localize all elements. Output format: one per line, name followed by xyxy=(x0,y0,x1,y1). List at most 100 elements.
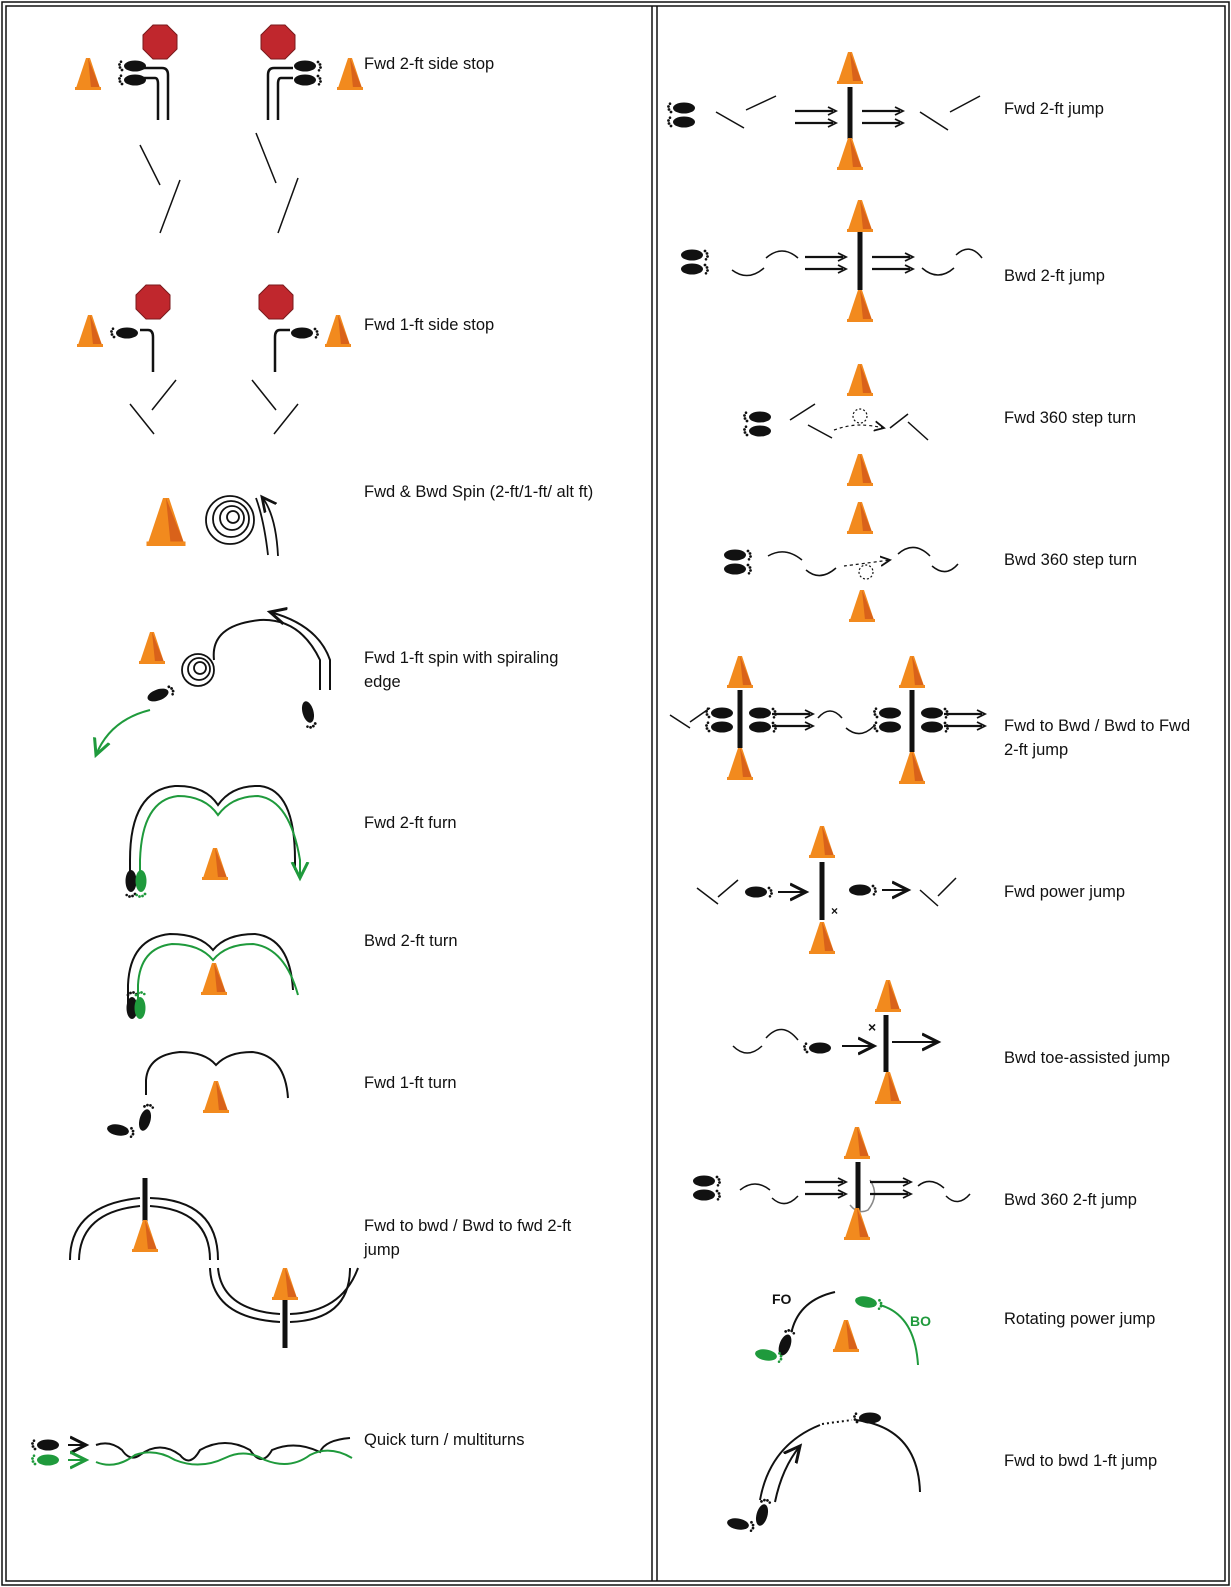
label-spin: Fwd & Bwd Spin (2-ft/1-ft/ alt ft) xyxy=(364,483,594,501)
cone-icon xyxy=(337,58,363,90)
label-fwd-2ft-furn: Fwd 2-ft furn xyxy=(364,814,457,832)
cone-icon xyxy=(132,1220,158,1252)
feet-icon xyxy=(693,1176,721,1201)
bwd-360-step-turn-diagram xyxy=(724,502,959,622)
bwd-360-2ft-jump-diagram xyxy=(693,1127,971,1240)
label-bwd-360-step-turn: Bwd 360 step turn xyxy=(1004,551,1137,569)
cone-icon xyxy=(837,52,863,84)
label-quick-turn: Quick turn / multiturns xyxy=(364,1431,525,1449)
cone-icon xyxy=(847,454,873,486)
cone-icon xyxy=(875,980,901,1012)
label-fwd-to-bwd-2ft-jump: Fwd to bwd / Bwd to fwd 2-ft jump xyxy=(364,1217,572,1259)
double-arrow-icon xyxy=(793,105,838,129)
stop-sign-icon xyxy=(258,284,294,320)
feet-icon xyxy=(294,61,322,86)
double-arrow-icon xyxy=(770,708,815,732)
cone-icon xyxy=(201,963,227,995)
foot-icon xyxy=(106,1122,136,1139)
fwd-to-bwd-2ft-jump-diagram xyxy=(69,1178,359,1348)
fwd-to-bwd-bwd-to-fwd-2ft-jump-diagram xyxy=(669,656,987,784)
svg-text:×: × xyxy=(868,1019,876,1035)
stop-sign-icon xyxy=(135,284,171,320)
foot-icon xyxy=(134,991,146,1019)
double-arrow-icon xyxy=(942,708,987,732)
cone-icon xyxy=(875,1072,901,1104)
feet-icon xyxy=(921,708,949,733)
fo-label: FO xyxy=(772,1291,792,1307)
label-fwd-2ft-side-stop: Fwd 2-ft side stop xyxy=(364,55,495,73)
cone-icon xyxy=(727,656,753,688)
cone-icon xyxy=(837,138,863,170)
cone-icon xyxy=(849,590,875,622)
feet-icon xyxy=(667,102,695,127)
spiral-icon xyxy=(181,653,215,687)
cone-icon xyxy=(146,498,186,546)
label-bwd-360-2ft-jump: Bwd 360 2-ft jump xyxy=(1004,1191,1137,1209)
foot-icon xyxy=(726,1516,756,1533)
foot-icon xyxy=(31,1439,59,1451)
cone-icon xyxy=(847,200,873,232)
fwd-2ft-turn-diagram xyxy=(125,784,300,898)
fwd-2ft-jump-diagram xyxy=(667,52,981,170)
stop-sign-icon xyxy=(260,24,296,60)
feet-icon xyxy=(118,60,146,85)
double-arrow-icon xyxy=(803,1176,848,1200)
foot-icon xyxy=(753,1497,772,1528)
label-fwd-1ft-turn: Fwd 1-ft turn xyxy=(364,1074,457,1092)
feet-icon xyxy=(749,708,777,733)
foot-icon xyxy=(745,886,773,898)
double-arrow-icon xyxy=(870,251,915,275)
label-fwd-to-bwd-bwd-to-fwd-2ft-jump: Fwd to Bwd / Bwd to Fwd 2-ft jump xyxy=(1004,717,1191,759)
bwd-toe-assisted-jump-diagram: × xyxy=(732,980,938,1104)
feet-icon xyxy=(681,250,709,275)
svg-text:×: × xyxy=(831,904,838,918)
foot-icon xyxy=(136,1102,155,1133)
feet-icon xyxy=(724,550,752,575)
cone-icon xyxy=(272,1268,298,1300)
label-fwd-power-jump: Fwd power jump xyxy=(1004,883,1126,901)
spin-spiraling-edge-diagram xyxy=(96,612,331,755)
foot-icon xyxy=(853,1412,881,1424)
foot-icon xyxy=(291,327,319,339)
cone-icon xyxy=(202,848,228,880)
foot-icon xyxy=(110,327,138,339)
cone-icon xyxy=(727,748,753,780)
cone-icon xyxy=(77,315,103,347)
spiral-icon xyxy=(205,495,255,545)
rotating-power-jump-diagram: FO BO xyxy=(754,1291,931,1366)
feet-icon xyxy=(705,707,733,732)
cone-icon xyxy=(809,922,835,954)
label-bwd-2ft-jump: Bwd 2-ft jump xyxy=(1004,267,1105,285)
fwd-1ft-turn-diagram xyxy=(106,1050,289,1139)
cone-icon xyxy=(847,290,873,322)
double-arrow-icon xyxy=(868,1176,913,1200)
label-bwd-toe-assisted-jump: Bwd toe-assisted jump xyxy=(1004,1049,1170,1067)
inner-border xyxy=(5,5,1226,1582)
foot-icon xyxy=(849,884,877,896)
cone-icon xyxy=(833,1320,859,1352)
cone-icon xyxy=(847,502,873,534)
feet-icon xyxy=(743,411,771,436)
foot-icon xyxy=(854,1294,884,1311)
foot-icon xyxy=(135,870,147,898)
cone-icon xyxy=(325,315,351,347)
cone-icon xyxy=(844,1208,870,1240)
cone-icon xyxy=(203,1081,229,1113)
label-fwd-2ft-jump: Fwd 2-ft jump xyxy=(1004,100,1104,118)
spin-diagram xyxy=(146,495,279,557)
double-arrow-icon xyxy=(803,251,848,275)
label-rotating-power-jump: Rotating power jump xyxy=(1004,1310,1156,1328)
cone-icon xyxy=(847,364,873,396)
fwd-2ft-side-stop-diagram xyxy=(75,24,363,234)
stop-sign-icon xyxy=(142,24,178,60)
cone-icon xyxy=(75,58,101,90)
bwd-2ft-jump-diagram xyxy=(681,200,983,322)
label-bwd-2ft-turn: Bwd 2-ft turn xyxy=(364,932,458,950)
bo-label: BO xyxy=(910,1313,931,1329)
cone-icon xyxy=(899,656,925,688)
fwd-power-jump-diagram: × xyxy=(696,826,957,954)
label-fwd-1ft-side-stop: Fwd 1-ft side stop xyxy=(364,316,495,334)
foot-icon xyxy=(125,870,137,898)
quick-turn-diagram xyxy=(31,1438,353,1466)
